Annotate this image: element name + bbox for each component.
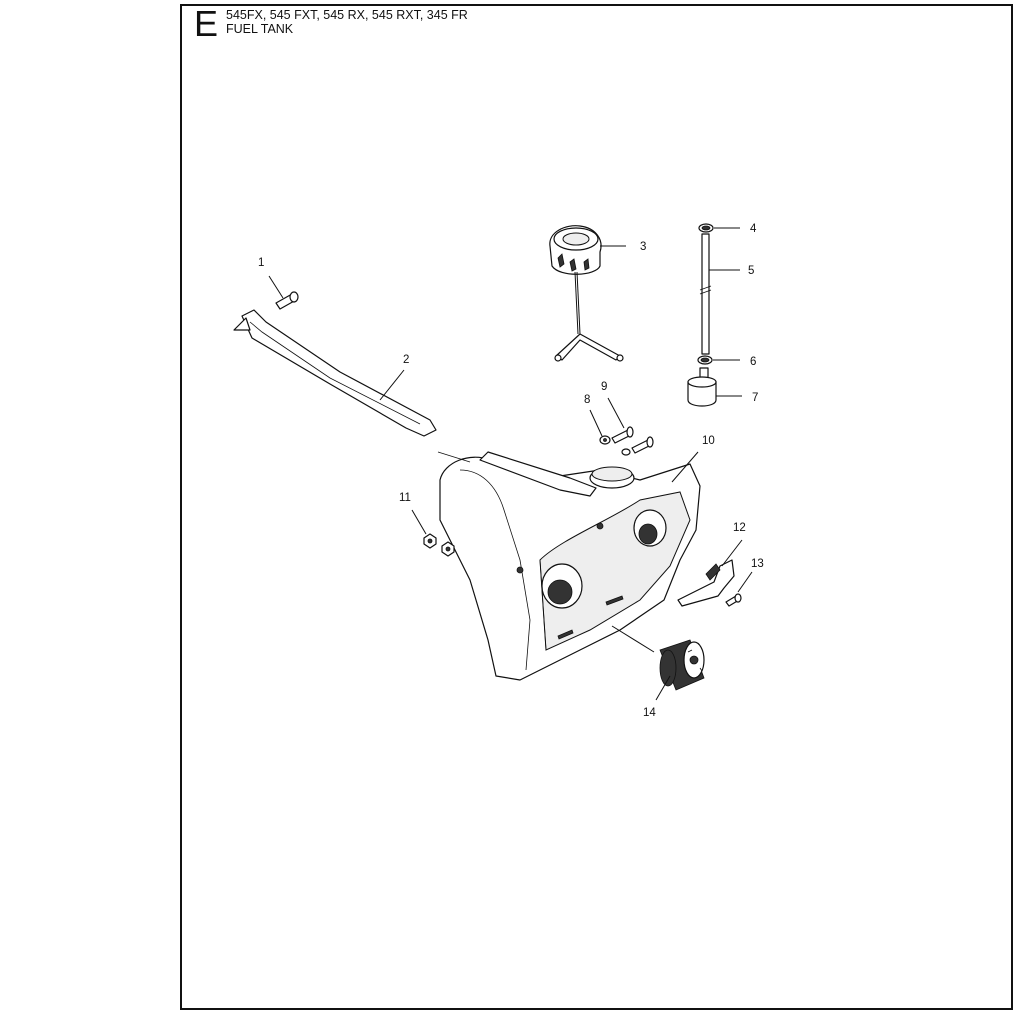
callout-8: 8 [584,394,590,406]
part-nut-11 [411,509,455,557]
part-ring-4 [698,223,740,233]
diagram-title: FUEL TANK [226,22,294,36]
part-fuel-cap-3 [549,225,626,362]
part-screw-13 [725,571,753,607]
callout-1: 1 [258,257,264,269]
part-rail-2 [233,309,437,437]
callout-11: 11 [399,492,411,504]
callout-7: 7 [752,392,758,404]
part-screw-1 [268,275,299,310]
part-bracket-12 [677,539,743,607]
callout-3: 3 [640,241,646,253]
callout-4: 4 [750,223,757,235]
callout-12: 12 [733,522,746,534]
callout-13: 13 [751,558,764,570]
part-fuel-filter-7 [687,367,742,407]
callout-6: 6 [750,356,756,368]
part-damper-14 [611,625,705,701]
part-ring-6 [697,355,740,365]
callout-2: 2 [403,354,409,366]
callout-5: 5 [748,265,754,277]
callout-14: 14 [643,707,656,719]
callout-10: 10 [702,435,715,447]
part-fuel-tank-10 [437,451,701,681]
model-list: 545FX, 545 FXT, 545 RX, 545 RXT, 345 FR [226,8,468,22]
callout-9: 9 [601,381,607,393]
part-screw-9 [607,397,654,456]
diagram-frame [180,4,1013,1010]
section-letter: E [194,3,219,44]
part-washer-8 [589,409,611,445]
part-fuel-hose-5 [699,233,740,355]
